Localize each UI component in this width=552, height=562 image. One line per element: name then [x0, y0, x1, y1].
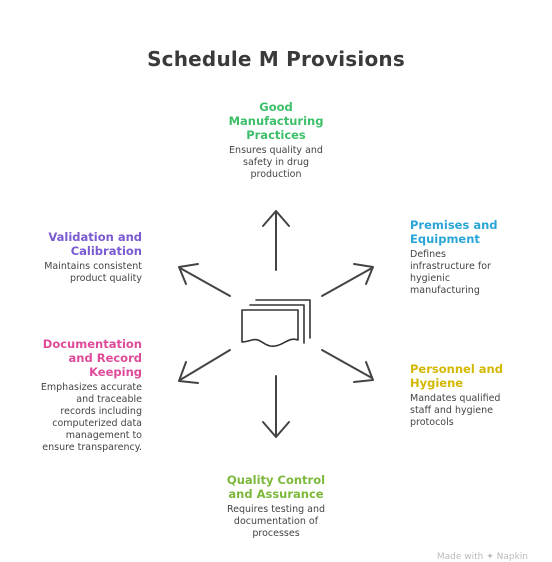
node-description: Requires testing and documentation of pr…	[226, 504, 326, 539]
node-title: Premises and Equipment	[410, 218, 498, 246]
arrow-up	[262, 210, 290, 271]
node-documentation-and-record-keeping: Documentation and Record Keeping Emphasi…	[12, 337, 142, 454]
watermark: Made with ✦ Napkin	[436, 552, 528, 562]
node-description: Defines infrastructure for hygienic manu…	[410, 249, 491, 296]
node-description: Maintains consistent product quality	[44, 261, 142, 284]
arrow-upper-right	[321, 263, 374, 297]
node-quality-control-and-assurance: Quality Control and Assurance Requires t…	[196, 473, 356, 540]
arrow-lower-left	[178, 349, 231, 384]
arrow-lower-right	[321, 349, 374, 383]
page-title: Schedule M Provisions	[147, 47, 405, 71]
node-title: Good Manufacturing Practices	[228, 100, 324, 142]
node-validation-and-calibration: Validation and Calibration Maintains con…	[12, 230, 142, 285]
node-description: Mandates qualified staff and hygiene pro…	[410, 393, 501, 428]
node-good-manufacturing-practices: Good Manufacturing Practices Ensures qua…	[196, 100, 356, 181]
node-personnel-and-hygiene: Personnel and Hygiene Mandates qualified…	[410, 362, 540, 429]
node-title: Documentation and Record Keeping	[42, 337, 142, 379]
node-description: Emphasizes accurate and traceable record…	[40, 382, 142, 453]
arrow-upper-left	[178, 263, 231, 297]
arrow-down	[262, 375, 290, 438]
node-premises-and-equipment: Premises and Equipment Defines infrastru…	[410, 218, 540, 297]
node-title: Personnel and Hygiene	[410, 362, 503, 390]
node-title: Quality Control and Assurance	[226, 473, 326, 501]
node-description: Ensures quality and safety in drug produ…	[229, 145, 323, 180]
document-stack-icon	[241, 299, 311, 347]
node-title: Validation and Calibration	[48, 230, 142, 258]
